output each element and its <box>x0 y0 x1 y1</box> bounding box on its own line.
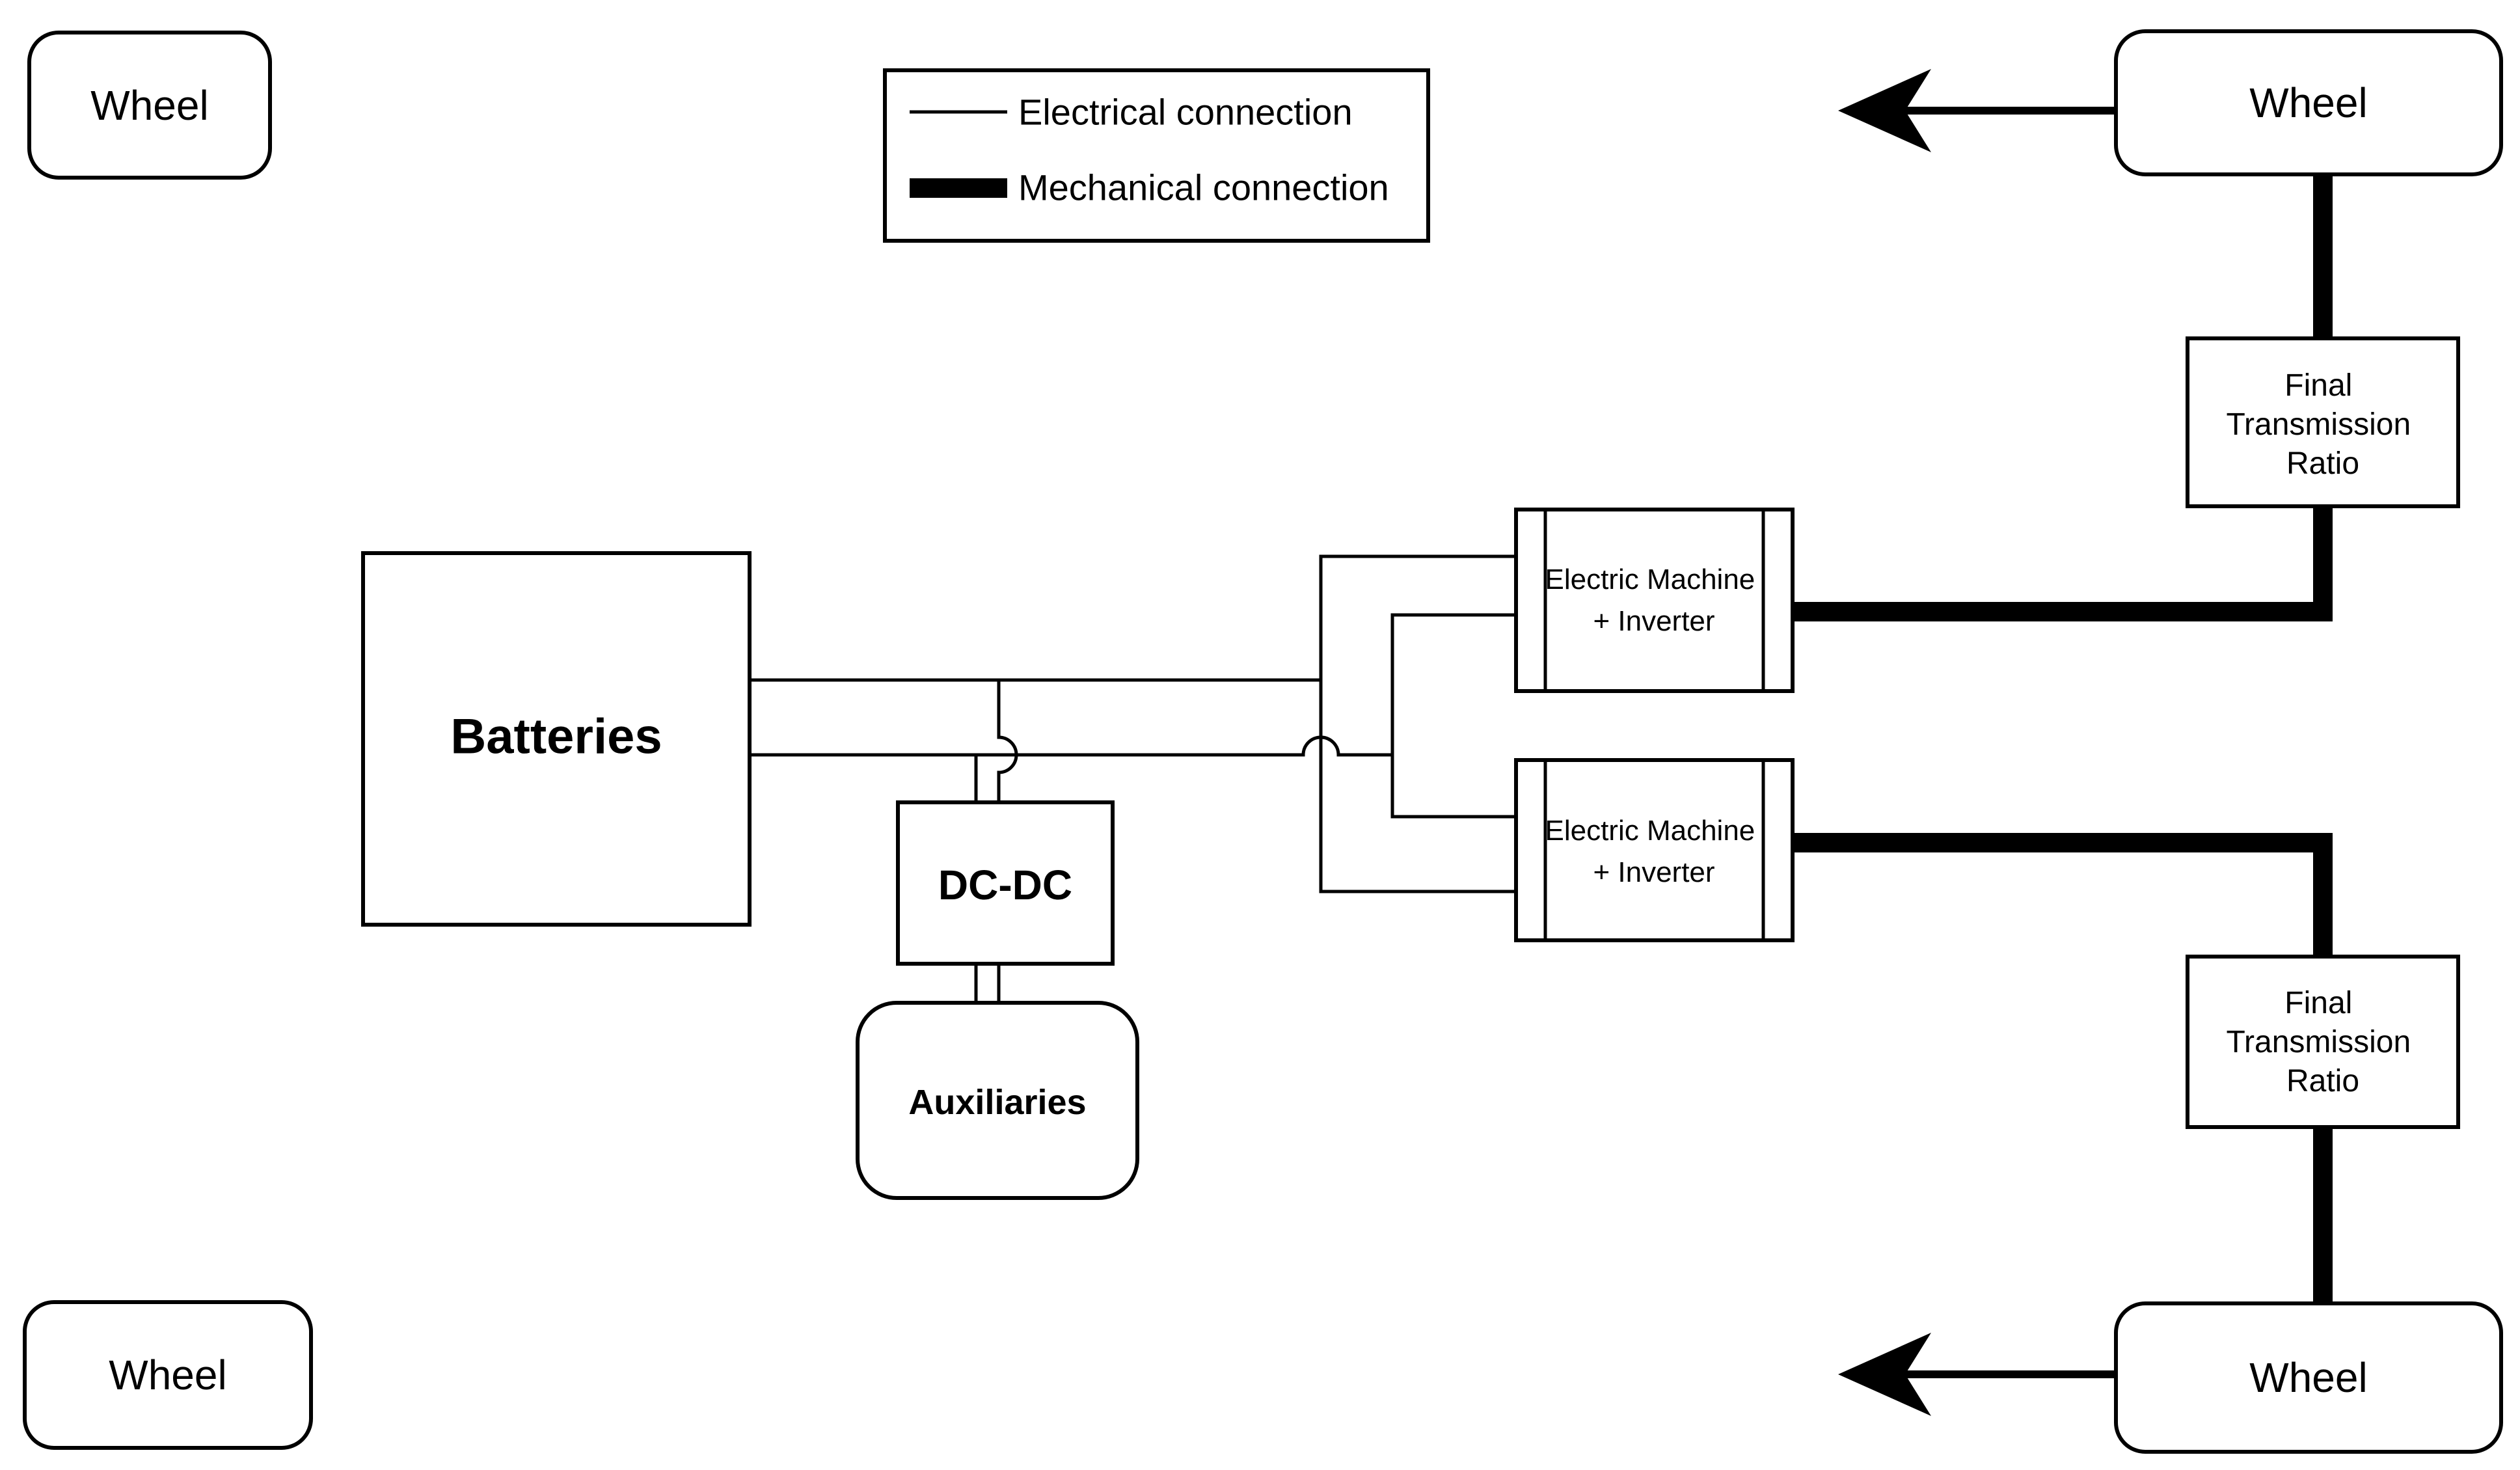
batteries-label: Batteries <box>450 709 662 765</box>
ftr-bottom-label-line-2: Transmission <box>2227 1025 2411 1059</box>
node-ftr-bottom <box>2186 955 2460 1129</box>
em-bottom-label-line-1: Electric Machine <box>1545 815 1755 847</box>
wheel-bottom-right-label: Wheel <box>2249 1354 2367 1401</box>
wheel-top-right-label: Wheel <box>2249 79 2367 126</box>
node-batteries <box>361 551 752 927</box>
em-top-label: Electric Machine + Inverter <box>1545 564 1763 637</box>
em-split-inner-loop-wire <box>1390 613 1516 819</box>
wheel-bottom-left-label: Wheel <box>109 1352 226 1398</box>
mechanical-connections <box>1793 174 2333 1303</box>
ftr-top-label-line-3: Ratio <box>2286 446 2359 481</box>
em-top-label-line-2: + Inverter <box>1593 605 1714 637</box>
node-dc-dc <box>896 800 1115 966</box>
node-auxiliaries <box>856 1001 1139 1200</box>
legend-box <box>883 68 1430 243</box>
em-bottom-to-ftr-bottom-shaft <box>1793 833 2333 957</box>
em-bottom-label: Electric Machine + Inverter <box>1545 815 1763 888</box>
electrical-wires <box>750 554 1516 1003</box>
node-wheel-bottom-right <box>2114 1301 2503 1454</box>
node-wheel-top-left <box>27 31 272 180</box>
dcdc-from-upper-bus-wire-with-hop <box>997 680 1018 802</box>
em-top-label-line-1: Electric Machine <box>1545 564 1755 595</box>
em-top-to-ftr-top-shaft <box>1793 506 2333 621</box>
em-bottom-body <box>1514 758 1795 942</box>
ftr-top-label: Final Transmission Ratio <box>2227 368 2420 481</box>
node-em-top <box>1514 508 1795 693</box>
node-em-bottom <box>1514 758 1795 942</box>
node-wheel-top-right <box>2114 29 2503 176</box>
mechanical-line-sample-icon <box>910 178 1007 198</box>
ftr-bottom-label-line-1: Final <box>2284 986 2352 1020</box>
legend-mechanical-label: Mechanical connection <box>1018 167 1389 208</box>
motion-arrow-top <box>1838 69 2116 152</box>
legend: Electrical connection Mechanical connect… <box>883 68 1430 243</box>
dc-dc-label: DC-DC <box>938 862 1072 908</box>
node-wheel-bottom-left <box>23 1300 313 1450</box>
battery-lower-bus-wire-with-hop <box>750 735 1392 757</box>
node-ftr-top <box>2186 336 2460 508</box>
arrow-bottom-head-icon <box>1838 1333 1931 1416</box>
ftr-bottom-label: Final Transmission Ratio <box>2227 986 2420 1098</box>
em-split-outer-loop-wire <box>1319 554 1516 893</box>
ftr-top-label-line-2: Transmission <box>2227 407 2411 442</box>
em-top-body <box>1514 508 1795 693</box>
em-bottom-label-line-2: + Inverter <box>1593 856 1714 888</box>
wheel-top-left-label: Wheel <box>90 82 208 129</box>
ftr-top-label-line-1: Final <box>2284 368 2352 403</box>
motion-arrow-bottom <box>1838 1333 2116 1416</box>
ftr-bottom-label-line-3: Ratio <box>2286 1064 2359 1098</box>
auxiliaries-label: Auxiliaries <box>908 1083 1086 1122</box>
arrow-top-head-icon <box>1838 69 1931 152</box>
legend-electrical-label: Electrical connection <box>1018 92 1353 133</box>
